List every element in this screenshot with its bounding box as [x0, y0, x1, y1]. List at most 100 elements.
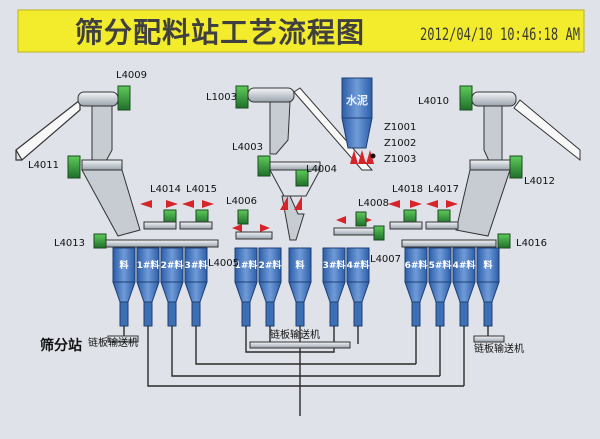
left-feed-belt[interactable] — [15, 98, 81, 161]
motor-L4012-icon[interactable] — [509, 155, 523, 179]
label-Z1002: Z1002 — [384, 138, 416, 149]
storage-bin[interactable]: 1#料 — [136, 247, 160, 327]
arrow-Z1002 — [358, 150, 366, 164]
storage-bin[interactable]: 2#料 — [258, 247, 282, 327]
cement-silo-cone — [341, 117, 373, 149]
silo-top-label: 水泥 — [346, 93, 368, 107]
bin-label: 6#料 — [405, 259, 428, 271]
motor-L1003-icon[interactable] — [235, 85, 249, 109]
label-conveyor-left: 链板输送机 — [88, 336, 138, 349]
storage-bin[interactable]: 4#料 — [346, 247, 370, 327]
bin-label: 料 — [119, 259, 128, 271]
motor-L4003-icon[interactable] — [257, 155, 271, 177]
motor-L4016-icon[interactable] — [497, 233, 511, 249]
right-screen-top — [469, 159, 511, 171]
bin-label: 4#料 — [347, 259, 370, 271]
shuttle-L4017 — [425, 221, 459, 230]
cement-silo — [341, 77, 373, 119]
label-Z1003: Z1003 — [384, 154, 416, 165]
right-bin-belt — [401, 239, 497, 248]
label-L4004: L4004 — [306, 164, 337, 175]
datetime-readout: 2012/04/10 10:46:18 AM — [420, 25, 580, 45]
valve-indicator — [370, 153, 376, 159]
motor-L4008-icon[interactable] — [355, 211, 367, 227]
motor-L4007-icon[interactable] — [373, 225, 385, 241]
storage-bin[interactable]: 料 — [476, 247, 500, 327]
arrow-left-4 — [202, 200, 214, 208]
arrow-center-left-2 — [294, 196, 302, 210]
storage-bin[interactable]: 1#料 — [234, 247, 258, 327]
shuttle-L4018 — [389, 221, 423, 230]
bin-label: 4#料 — [453, 259, 476, 271]
label-L4006: L4006 — [226, 196, 257, 207]
arrow-right-2 — [410, 200, 422, 208]
storage-bin[interactable]: 料 — [112, 247, 136, 327]
arrow-L4006-right — [260, 224, 270, 232]
label-L4008: L4008 — [358, 198, 389, 209]
motor-L4004-icon[interactable] — [295, 169, 309, 187]
shuttle-L4014 — [143, 221, 177, 230]
left-screen-body — [81, 169, 141, 237]
bin-label: 3#料 — [185, 259, 208, 271]
motor-L4013-icon[interactable] — [93, 233, 107, 249]
title-bar: 筛分配料站工艺流程图 2012/04/10 10:46:18 AM — [17, 9, 585, 53]
left-screen-top — [81, 159, 123, 171]
label-L4011: L4011 — [28, 160, 59, 171]
bin-label: 料 — [295, 259, 304, 271]
bin-label: 1#料 — [137, 259, 160, 271]
cement-incline-belt[interactable] — [293, 87, 374, 171]
shuttle-L4008 — [333, 227, 375, 236]
arrow-right-1 — [388, 200, 400, 208]
arrow-Z1003 — [366, 150, 374, 164]
right-screen-body — [455, 169, 511, 237]
left-bin-belt — [105, 239, 219, 248]
bin-label: 1#料 — [235, 259, 258, 271]
bin-label: 3#料 — [323, 259, 346, 271]
label-L4017: L4017 — [428, 184, 459, 195]
label-L4015: L4015 — [186, 184, 217, 195]
label-conveyor-center: 链板输送机 — [270, 328, 320, 341]
label-L4012: L4012 — [524, 176, 555, 187]
storage-bin[interactable]: 2#料 — [160, 247, 184, 327]
arrow-left-1 — [140, 200, 152, 208]
storage-bin[interactable]: 4#料 — [452, 247, 476, 327]
arrow-L4008-left — [336, 216, 346, 224]
label-L4010: L4010 — [418, 96, 449, 107]
storage-bin[interactable]: 3#料 — [184, 247, 208, 327]
label-L4005: L4005 — [208, 258, 239, 269]
arrow-right-4 — [446, 200, 458, 208]
arrow-right-3 — [426, 200, 438, 208]
left-chain-conveyor[interactable] — [107, 335, 139, 343]
label-conveyor-right: 链板输送机 — [474, 342, 524, 355]
label-L1003: L1003 — [206, 92, 237, 103]
storage-bin[interactable]: 3#料 — [322, 247, 346, 327]
label-L4003: L4003 — [232, 142, 263, 153]
label-L4018: L4018 — [392, 184, 423, 195]
motor-L4010-icon[interactable] — [459, 85, 473, 111]
label-L4013: L4013 — [54, 238, 85, 249]
label-L4007: L4007 — [370, 254, 401, 265]
motor-L4009-icon[interactable] — [117, 85, 131, 111]
arrow-Z1001 — [350, 150, 358, 164]
right-feed-belt[interactable] — [513, 99, 581, 162]
shuttle-L4006 — [235, 231, 273, 240]
motor-L4011-icon[interactable] — [67, 155, 81, 179]
storage-bin[interactable]: 5#料 — [428, 247, 452, 327]
bin-label: 5#料 — [429, 259, 452, 271]
right-head-pulley — [471, 91, 517, 107]
arrow-L4006-left — [232, 224, 242, 232]
left-head-pulley — [77, 91, 119, 107]
label-L4009: L4009 — [116, 70, 147, 81]
storage-bin[interactable]: 料 — [288, 247, 312, 327]
right-chain-conveyor[interactable] — [473, 335, 505, 343]
arrow-left-2 — [166, 200, 178, 208]
motor-L4006-icon[interactable] — [237, 209, 249, 225]
bin-label: 2#料 — [161, 259, 184, 271]
center-chain-conveyor[interactable] — [249, 341, 351, 349]
storage-bin[interactable]: 6#料 — [404, 247, 428, 327]
site-label: 筛分站 — [40, 337, 82, 354]
bin-label: 料 — [483, 259, 492, 271]
center-head-pulley — [247, 87, 295, 103]
